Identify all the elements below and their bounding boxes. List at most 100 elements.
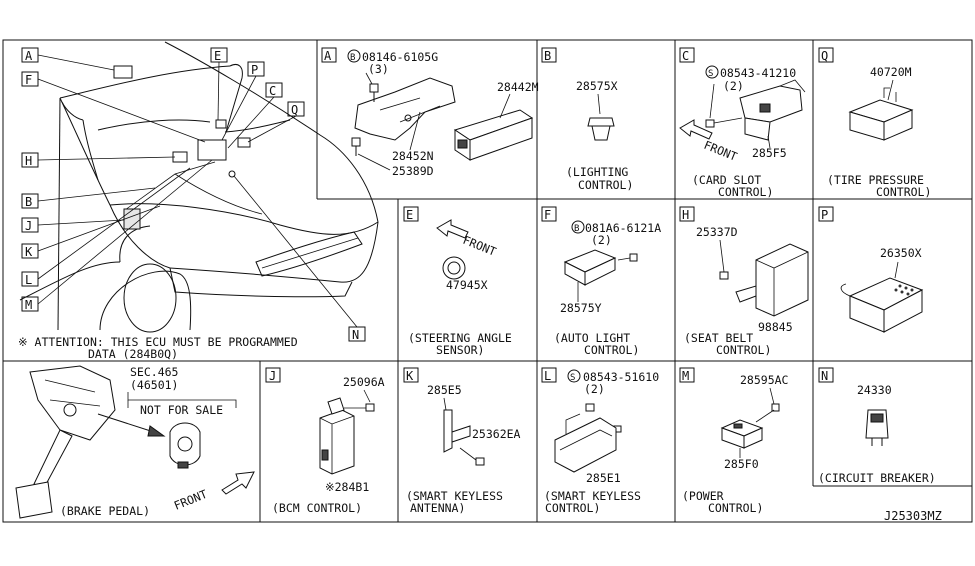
svg-text:N: N — [352, 328, 359, 342]
caption-B-line1: (LIGHTING — [566, 165, 628, 179]
svg-text:H: H — [25, 154, 32, 168]
part-285F5: 285F5 — [752, 146, 787, 160]
part-25362EA: 25362EA — [472, 427, 521, 441]
overview-module-E — [215, 119, 227, 129]
svg-text:A: A — [25, 49, 33, 63]
svg-text:A: A — [324, 49, 332, 63]
callout-J[interactable]: J — [21, 217, 39, 233]
bolt-qty-F: (2) — [591, 233, 612, 247]
panel-B: B 28575X (LIGHTING CONTROL) — [541, 47, 633, 192]
part-28575X: 28575X — [576, 79, 618, 93]
callout-C[interactable]: C — [265, 82, 283, 98]
svg-text:L: L — [25, 273, 32, 287]
callout-M[interactable]: M — [21, 296, 39, 312]
not-for-sale-label: NOT FOR SALE — [140, 403, 223, 417]
caption-Q-line1: (TIRE PRESSURE — [827, 173, 924, 187]
bolt-number-F: 081A6-6121A — [585, 221, 661, 235]
caption-L-line1: (SMART KEYLESS — [544, 489, 641, 503]
part-25337D: 25337D — [696, 225, 738, 239]
overview-module-Q — [237, 137, 251, 148]
svg-text:B: B — [544, 49, 551, 63]
panel-K: K 285E5 25362EA (SMART KEYLESS ANTENNA) — [403, 367, 521, 515]
sec-subnumber: (46501) — [130, 378, 178, 392]
panel-P: P 26350X — [818, 206, 924, 333]
callout-B[interactable]: B — [21, 193, 39, 209]
callout-F[interactable]: F — [21, 71, 39, 87]
part-28595AC: 28595AC — [740, 373, 789, 387]
panel-E: E FRONT 47945X (STEERING ANGLE SENSOR) — [403, 206, 512, 357]
part-98845: 98845 — [758, 320, 793, 334]
part-28575Y: 28575Y — [560, 301, 602, 315]
overview-dash-cluster — [197, 139, 227, 161]
callout-N[interactable]: N — [348, 326, 366, 342]
part-285E5: 285E5 — [427, 383, 462, 397]
panel-C: C S 08543-41210 (2) FRONT 285F5 (CARD SL… — [679, 47, 806, 199]
caption-M-line2: CONTROL) — [708, 501, 763, 515]
bolt-qty-L: (2) — [584, 382, 605, 396]
vehicle-outline — [19, 41, 379, 333]
panel-grid — [2, 39, 973, 523]
svg-text:M: M — [682, 369, 689, 383]
overview-module-A — [113, 65, 133, 79]
svg-text:K: K — [406, 369, 414, 383]
part-40720M: 40720M — [870, 65, 912, 79]
front-label-brake: FRONT — [172, 487, 209, 513]
callout-A[interactable]: A — [21, 47, 39, 63]
part-285E1: 285E1 — [586, 471, 621, 485]
part-24330: 24330 — [857, 383, 892, 397]
caption-F-line2: CONTROL) — [584, 343, 639, 357]
callout-P[interactable]: P — [247, 61, 265, 77]
caption-E-line1: (STEERING ANGLE — [408, 331, 512, 345]
part-28442M: 28442M — [497, 80, 539, 94]
callout-Q[interactable]: Q — [287, 101, 305, 117]
caption-Q-line2: CONTROL) — [876, 185, 931, 199]
svg-text:C: C — [682, 49, 689, 63]
overview-module-N — [228, 170, 236, 178]
attention-note-line1: ※ ATTENTION: THIS ECU MUST BE PROGRAMMED — [18, 335, 298, 349]
overview-module-H — [172, 151, 188, 163]
overview-leaders — [37, 54, 358, 328]
svg-text:E: E — [406, 208, 413, 222]
panel-H: H 25337D 98845 (SEAT BELT CONTROL) — [679, 206, 809, 357]
caption-J: (BCM CONTROL) — [272, 501, 362, 515]
front-label-E: FRONT — [461, 233, 498, 259]
callout-K[interactable]: K — [21, 243, 39, 259]
part-28452N: 28452N — [392, 149, 434, 163]
part-25096A: 25096A — [343, 375, 385, 389]
svg-text:C: C — [269, 84, 276, 98]
part-47945X: 47945X — [446, 278, 488, 292]
svg-text:F: F — [25, 73, 32, 87]
caption-M-line1: (POWER — [682, 489, 724, 503]
caption-B-line2: CONTROL) — [578, 178, 633, 192]
caption-K-line1: (SMART KEYLESS — [406, 489, 503, 503]
svg-text:M: M — [25, 298, 32, 312]
part-285F0: 285F0 — [724, 457, 759, 471]
svg-text:J: J — [25, 219, 32, 233]
callout-E[interactable]: E — [210, 47, 228, 63]
part-26350X: 26350X — [880, 246, 922, 260]
callout-L[interactable]: L — [21, 271, 39, 287]
bolt-qty-A: (3) — [368, 62, 389, 76]
diagram-code: J25303MZ — [884, 509, 942, 523]
callout-H[interactable]: H — [21, 152, 39, 168]
overview-panel: A F E P C Q H B — [18, 41, 379, 361]
bolt-qty-C: (2) — [723, 79, 744, 93]
caption-brake: (BRAKE PEDAL) — [60, 504, 150, 518]
panel-M: M 28595AC 285F0 (POWER CONTROL) — [679, 367, 789, 515]
front-label-C: FRONT — [702, 138, 739, 164]
attention-note-line2: DATA (284B0Q) — [88, 347, 178, 361]
panel-F: F B 081A6-6121A (2) 28575Y (AUTO LIGHT C… — [541, 206, 661, 357]
svg-text:S: S — [708, 69, 713, 79]
bolt-number-A: 08146-6105G — [362, 50, 438, 64]
caption-K-line2: ANTENNA) — [410, 501, 465, 515]
svg-text:P: P — [821, 208, 828, 222]
panel-brake-pedal: SEC.465 (46501) NOT FOR SALE (BRAKE PEDA… — [15, 365, 255, 519]
svg-text:E: E — [214, 49, 221, 63]
bolt-number-C: 08543-41210 — [720, 66, 796, 80]
svg-text:N: N — [821, 369, 828, 383]
panel-L: L S 08543-51610 (2) 285E1 (SMART KEYLESS… — [541, 367, 659, 515]
svg-text:B: B — [350, 53, 355, 63]
svg-text:B: B — [25, 195, 32, 209]
sec-number: SEC.465 — [130, 365, 178, 379]
